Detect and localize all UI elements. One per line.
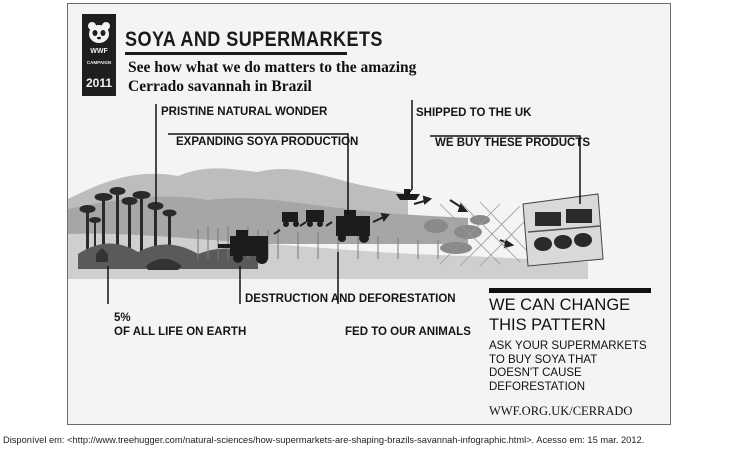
cargo-ship — [396, 194, 420, 200]
combine-harvester — [218, 230, 268, 264]
label-buy: WE BUY THESE PRODUCTS — [435, 137, 591, 149]
anteater — [146, 258, 182, 270]
supermarket-shelf — [522, 193, 604, 267]
subtitle-line-1: See how what we do matters to the amazin… — [128, 59, 417, 76]
label-pristine: PRISTINE NATURAL WONDER — [161, 106, 328, 118]
cta-heading-line-2: THIS PATTERN — [489, 316, 606, 334]
lattice — [439, 201, 531, 267]
label-life: OF ALL LIFE ON EARTH — [114, 326, 247, 338]
cta-body-line-2: TO BUY SOYA THAT — [489, 353, 598, 366]
page-title: SOYA AND SUPERMARKETS — [125, 28, 383, 51]
infographic-panel: WWF CAMPAIGN 2011 SOYA AND SUPERMARKETS … — [68, 4, 670, 424]
flow-arrows — [273, 195, 515, 249]
subtitle-line-2: Cerrado savannah in Brazil — [128, 78, 312, 95]
cta-body-line-3: DOESN'T CAUSE — [489, 367, 582, 379]
logo-campaign: CAMPAIGN — [86, 60, 112, 65]
cta-body: ASK YOUR SUPERMARKETS TO BUY SOYA THAT D… — [489, 340, 647, 394]
wwf-logo: WWF CAMPAIGN 2011 — [82, 14, 116, 96]
forest — [79, 187, 177, 267]
cta-bar — [489, 288, 651, 293]
panda-icon — [88, 22, 110, 43]
subtitle: See how what we do matters to the amazin… — [128, 58, 416, 96]
cta-body-line-4: DEFORESTATION — [489, 380, 586, 393]
source-citation: Disponível em: <http://www.treehugger.co… — [3, 435, 645, 445]
logo-year: 2011 — [85, 76, 113, 90]
leader-lines — [107, 100, 581, 304]
infographic-frame: WWF CAMPAIGN 2011 SOYA AND SUPERMARKETS … — [67, 3, 671, 425]
label-expanding: EXPANDING SOYA PRODUCTION — [176, 136, 359, 148]
undergrowth — [78, 243, 258, 269]
cta-heading-line-1: WE CAN CHANGE — [489, 296, 631, 314]
cta-heading: WE CAN CHANGE THIS PATTERN — [489, 295, 630, 335]
tractors — [282, 210, 370, 243]
landscape-illustration — [68, 100, 604, 304]
cta-body-line-1: ASK YOUR SUPERMARKETS — [489, 340, 647, 352]
label-shipped: SHIPPED TO THE UK — [416, 107, 532, 119]
title-underline — [125, 52, 347, 55]
label-fed: FED TO OUR ANIMALS — [345, 326, 471, 338]
label-pct: 5% — [114, 312, 131, 324]
dog-animal — [96, 248, 108, 262]
label-destruction: DESTRUCTION AND DEFORESTATION — [245, 293, 456, 305]
logo-org: WWF — [90, 48, 108, 55]
cta-url: WWF.ORG.UK/CERRADO — [489, 404, 633, 418]
